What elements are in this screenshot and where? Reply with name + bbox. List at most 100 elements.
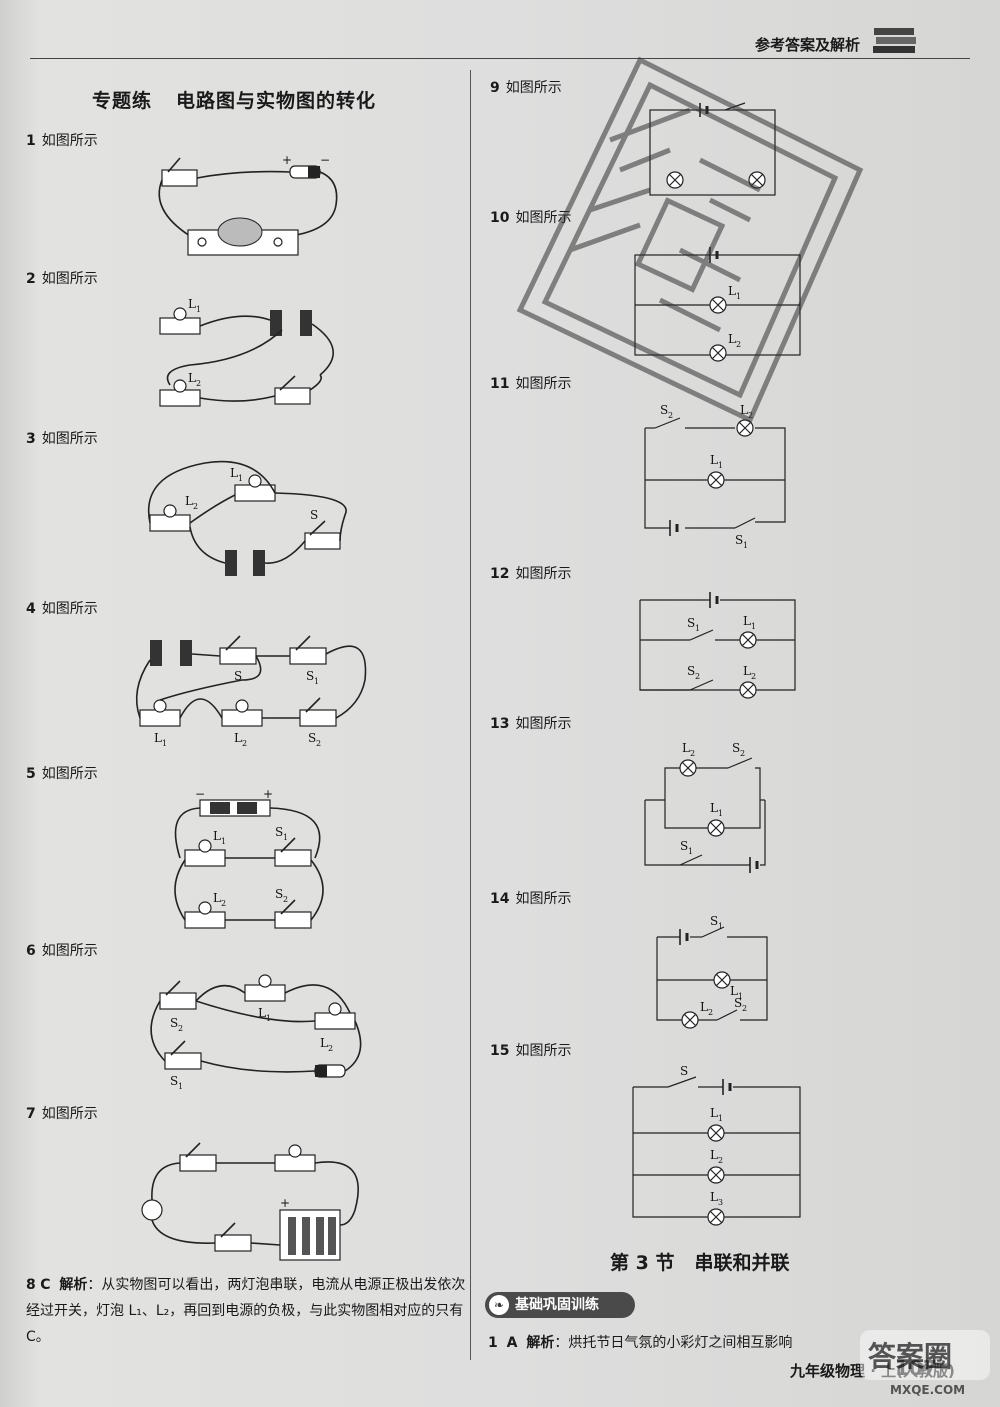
stamp-icon xyxy=(516,56,864,424)
svg-text:1: 1 xyxy=(314,677,319,686)
svg-text:L: L xyxy=(185,494,193,508)
svg-text:2: 2 xyxy=(196,379,201,388)
svg-text:1: 1 xyxy=(283,833,288,842)
svg-text:2: 2 xyxy=(193,502,198,511)
svg-text:S: S xyxy=(710,914,718,928)
bulb-icon xyxy=(173,307,187,321)
svg-text:1: 1 xyxy=(221,837,226,846)
header-title: 参考答案及解析 xyxy=(754,36,860,54)
svg-text:1: 1 xyxy=(751,622,756,631)
svg-text:+: + xyxy=(280,1196,290,1210)
svg-text:2: 2 xyxy=(242,739,247,748)
svg-text:答案圈: 答案圈 xyxy=(868,1340,952,1373)
svg-text:S: S xyxy=(732,741,740,755)
section-label: 第 3 节 xyxy=(610,1252,675,1274)
motor xyxy=(217,217,263,247)
svg-text:S: S xyxy=(310,508,318,522)
svg-text:2: 2 xyxy=(316,739,321,748)
q1-explanation: 1 A 解析：烘托节日气氛的小彩灯之间相互影响 xyxy=(488,1335,793,1351)
figure-7: + xyxy=(141,1142,359,1261)
svg-text:2: 2 xyxy=(668,411,673,420)
svg-text:2: 2 xyxy=(751,672,756,681)
svg-text:L: L xyxy=(230,466,238,480)
svg-text:1: 1 xyxy=(718,809,723,818)
switch-base xyxy=(161,169,198,187)
svg-text:L: L xyxy=(710,1106,718,1120)
svg-text:2: 2 xyxy=(690,749,695,758)
svg-text:1: 1 xyxy=(162,739,167,748)
svg-text:1: 1 xyxy=(688,847,693,856)
svg-text:L: L xyxy=(710,1190,718,1204)
svg-text:2: 2 xyxy=(178,1024,183,1033)
svg-text:L: L xyxy=(188,371,196,385)
svg-text:2: 2 xyxy=(221,899,226,908)
svg-text:2: 2 xyxy=(283,895,288,904)
page-title-text: 电路图与实物图的转化 xyxy=(176,90,377,112)
svg-text:2: 2 xyxy=(740,749,745,758)
section-text: 串联和并联 xyxy=(694,1252,790,1274)
section-title: 第 3 节串联和并联 xyxy=(610,1248,789,1275)
svg-text:S: S xyxy=(308,731,316,745)
svg-text:1: 1 xyxy=(196,305,201,314)
svg-text:2: 2 xyxy=(708,1008,713,1017)
figure-1: + − xyxy=(158,153,338,256)
books-icon xyxy=(873,28,916,53)
svg-text:−: − xyxy=(195,787,205,801)
svg-text:S: S xyxy=(170,1074,178,1088)
svg-text:L: L xyxy=(743,614,751,628)
svg-text:S: S xyxy=(306,669,314,683)
svg-text:S: S xyxy=(680,1064,688,1078)
svg-text:S: S xyxy=(660,403,668,417)
svg-text:+: + xyxy=(263,787,273,801)
svg-text:1: 1 xyxy=(718,922,723,931)
footer-title: 九年级物理 · 上(人教版) xyxy=(790,1362,955,1380)
svg-text:L: L xyxy=(730,984,738,998)
svg-text:L: L xyxy=(700,1000,708,1014)
svg-text:L: L xyxy=(234,731,242,745)
svg-text:L: L xyxy=(710,1148,718,1162)
svg-text:1: 1 xyxy=(736,292,741,301)
svg-text:L: L xyxy=(188,297,196,311)
page-title: 专题练 电路图与实物图的转化 xyxy=(92,86,376,113)
svg-text:1: 1 xyxy=(695,624,700,633)
page-title-label: 专题练 xyxy=(92,90,153,112)
svg-text:2: 2 xyxy=(742,1004,747,1013)
svg-text:1: 1 xyxy=(178,1082,183,1091)
svg-text:S: S xyxy=(170,1016,178,1030)
leaf-icon: ❧ xyxy=(489,1295,509,1315)
svg-text:L: L xyxy=(728,284,736,298)
svg-text:L: L xyxy=(213,891,221,905)
svg-text:L: L xyxy=(710,801,718,815)
svg-text:S: S xyxy=(275,825,283,839)
practice-tag: ❧基础巩固训练 xyxy=(485,1292,635,1318)
svg-text:2: 2 xyxy=(328,1044,333,1053)
switch-lever xyxy=(167,157,181,173)
svg-text:1: 1 xyxy=(238,474,243,483)
page-number: 107 xyxy=(895,1356,937,1380)
svg-text:2: 2 xyxy=(718,1156,723,1165)
svg-text:1: 1 xyxy=(743,541,748,550)
svg-text:S: S xyxy=(234,669,242,683)
svg-text:S: S xyxy=(275,887,283,901)
bell-icon xyxy=(141,1199,163,1221)
svg-text:L: L xyxy=(320,1036,328,1050)
